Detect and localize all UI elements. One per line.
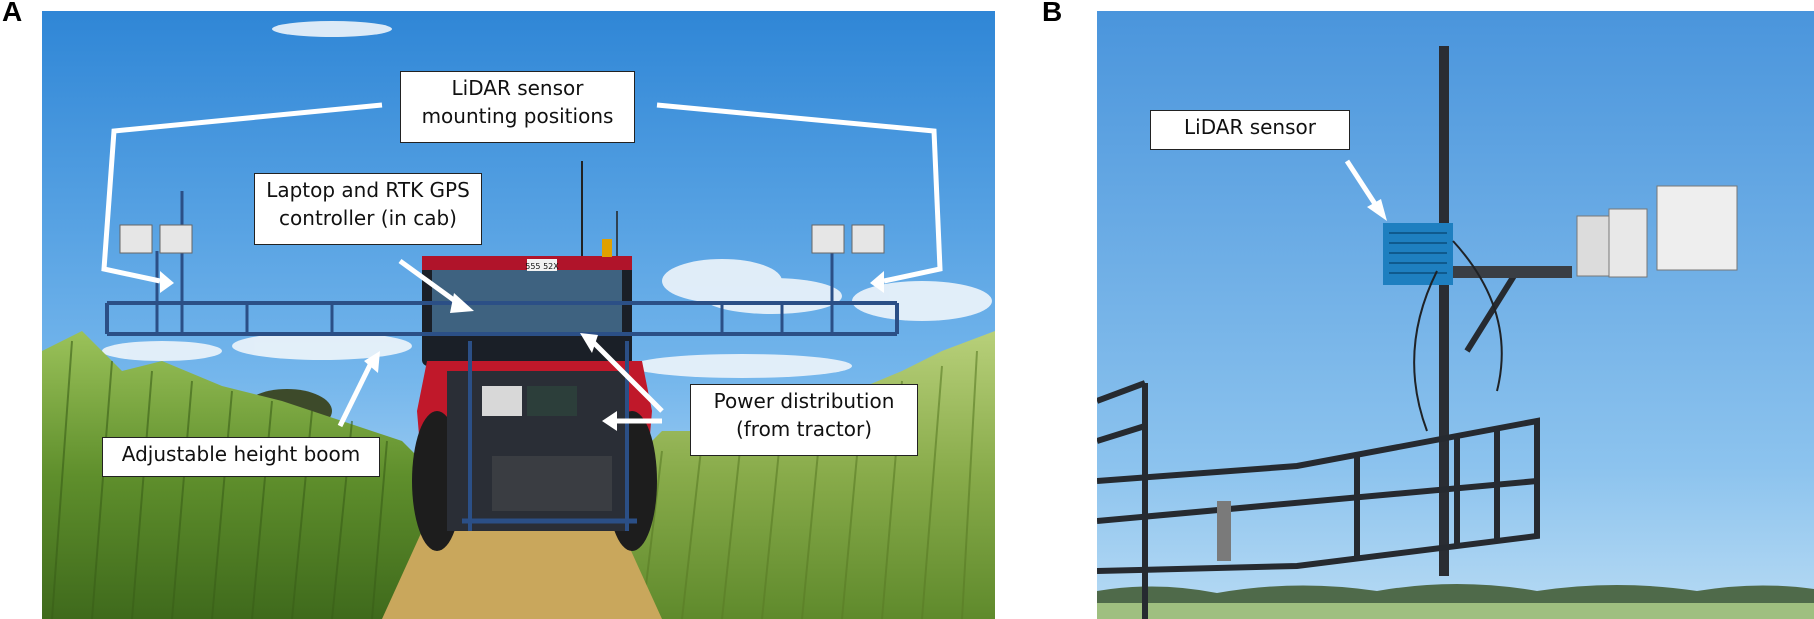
callout-arrow <box>1344 159 1380 209</box>
callout-line: (from tractor) <box>735 417 873 441</box>
boom-frame <box>105 191 899 336</box>
panel-label-a: A <box>2 0 23 27</box>
callout-lidar-mounting: LiDAR sensor mounting positions <box>400 71 635 143</box>
photo-lidar-mount: LiDAR sensor <box>1097 11 1814 619</box>
sensor-boxes <box>119 224 885 254</box>
photo-tractor-field: 555 52X <box>42 11 995 619</box>
callout-laptop-gps: Laptop and RTK GPS controller (in cab) <box>254 173 482 245</box>
cable <box>1452 240 1503 392</box>
stubble-path <box>382 531 662 619</box>
cable <box>1413 270 1438 432</box>
callout-power-distribution: Power distribution (from tractor) <box>690 384 918 456</box>
gnss-boxes <box>1576 185 1738 278</box>
arrow-heads <box>160 271 884 431</box>
number-plate: 555 52X <box>525 262 559 271</box>
callout-line: Power distribution <box>713 389 895 413</box>
callout-arrows <box>101 102 943 428</box>
callout-lidar-sensor: LiDAR sensor <box>1150 110 1350 150</box>
callout-line: LiDAR sensor <box>451 76 584 100</box>
callout-line: LiDAR sensor <box>1184 115 1316 139</box>
boom-frame <box>1097 269 1540 619</box>
spring <box>1217 501 1231 561</box>
clouds <box>102 21 992 378</box>
field <box>1097 603 1814 619</box>
lidar-scene <box>1097 11 1814 619</box>
callout-line: Laptop and RTK GPS <box>266 178 470 202</box>
mast <box>1439 46 1449 576</box>
panel-label-b: B <box>1042 0 1063 27</box>
callout-adjustable-boom: Adjustable height boom <box>102 437 380 477</box>
callout-line: mounting positions <box>421 104 614 128</box>
bracket-arm <box>1452 266 1572 278</box>
callout-line: controller (in cab) <box>279 206 457 230</box>
callout-line: Adjustable height boom <box>121 442 361 466</box>
lidar-fins <box>1389 232 1447 274</box>
arrow-head <box>1367 199 1387 221</box>
